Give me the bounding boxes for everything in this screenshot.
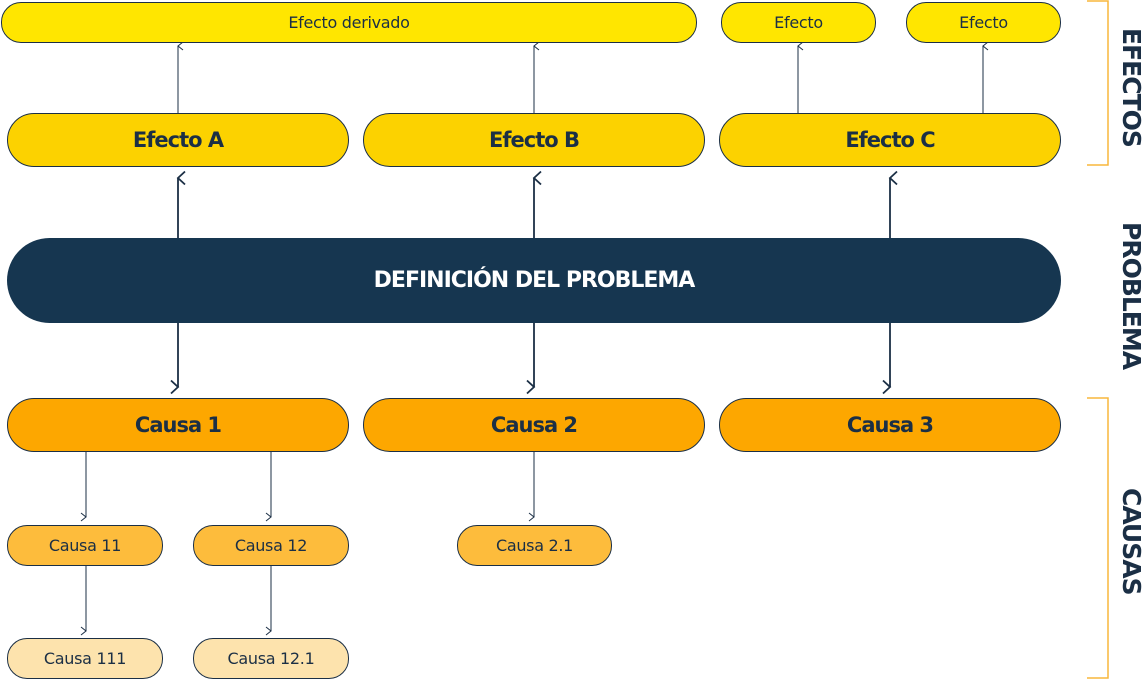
cause-12-1: Causa 12.1 (193, 638, 349, 679)
side-label-problem: PROBLEMA (1117, 222, 1145, 370)
cause-11: Causa 11 (7, 525, 163, 566)
bracket-effects (1087, 0, 1109, 166)
cause-3: Causa 3 (719, 398, 1061, 452)
derived-effect-main: Efecto derivado (1, 2, 697, 43)
cause-1: Causa 1 (7, 398, 349, 452)
side-label-causes: CAUSAS (1117, 488, 1145, 595)
side-label-effects: EFECTOS (1117, 28, 1145, 147)
cause-2: Causa 2 (363, 398, 705, 452)
cause-12: Causa 12 (193, 525, 349, 566)
derived-effect-c-1: Efecto (721, 2, 876, 43)
cause-111: Causa 111 (7, 638, 163, 679)
effect-a: Efecto A (7, 113, 349, 167)
problem-definition: DEFINICIÓN DEL PROBLEMA (7, 238, 1061, 323)
derived-effect-c-2: Efecto (906, 2, 1061, 43)
effect-b: Efecto B (363, 113, 705, 167)
effect-c: Efecto C (719, 113, 1061, 167)
bracket-causes (1087, 397, 1109, 679)
cause-2-1: Causa 2.1 (457, 525, 612, 566)
